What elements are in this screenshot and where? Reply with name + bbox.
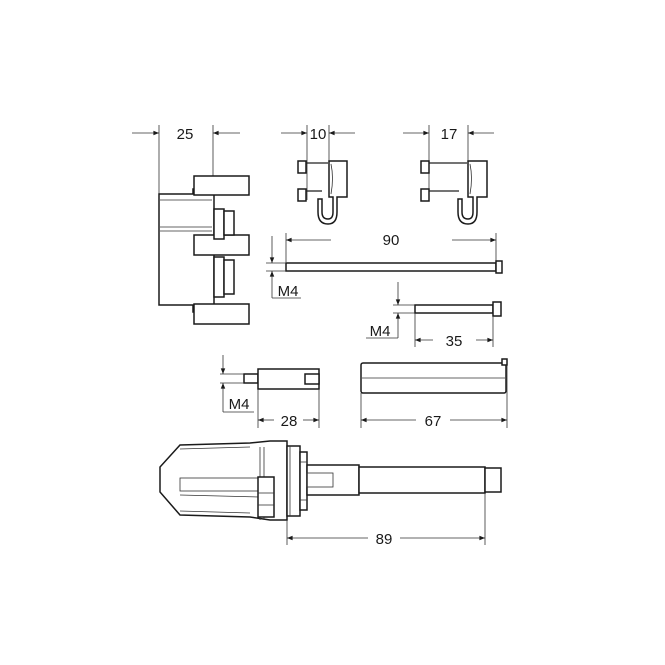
dimension-90-label: 90 [383, 232, 400, 249]
thread-m4-label-b: M4 [370, 323, 391, 340]
dimension-28-label: 28 [281, 413, 298, 430]
mounting-bracket [132, 125, 250, 325]
thread-m4-label-a: M4 [278, 283, 299, 300]
screw-long [266, 233, 503, 299]
dimension-89-label: 89 [376, 531, 393, 548]
cartridge-extension [159, 440, 502, 545]
screw-short [366, 282, 502, 347]
dimension-17-label: 17 [441, 126, 458, 143]
dimension-10-label: 10 [310, 126, 327, 143]
hook-clip-small [281, 125, 355, 225]
sleeve [360, 358, 508, 428]
thread-m4-label-c: M4 [229, 396, 250, 413]
dimension-67-label: 67 [425, 413, 442, 430]
hook-clip-large [403, 125, 494, 225]
threaded-spacer [220, 355, 320, 428]
dimension-25-label: 25 [177, 126, 194, 143]
dimension-35-label: 35 [446, 333, 463, 350]
